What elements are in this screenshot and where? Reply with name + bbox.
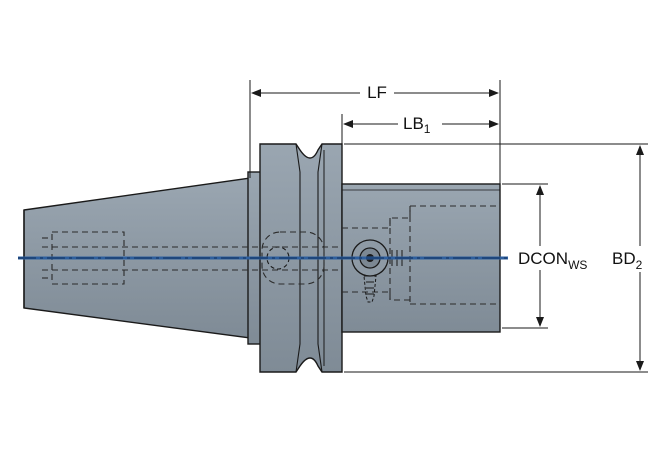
dim-bd2: BD2 <box>344 143 648 373</box>
dim-lf: LF <box>249 80 501 184</box>
dim-lf-label: LF <box>367 83 387 102</box>
dim-lb1: LB1 <box>341 110 499 144</box>
dim-lb1-label: LB1 <box>403 114 431 136</box>
dim-dcon: DCONWS <box>502 183 587 329</box>
dim-dcon-label: DCONWS <box>518 249 587 272</box>
dim-bd2-label: BD2 <box>612 249 643 272</box>
screw-small <box>363 275 377 303</box>
